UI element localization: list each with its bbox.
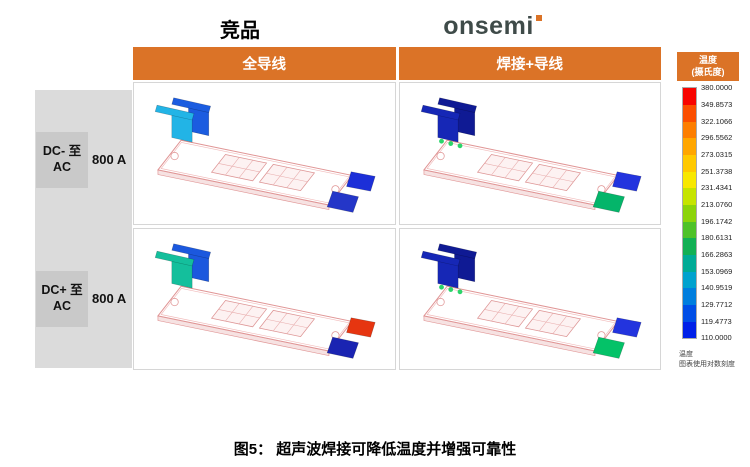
figure-caption: 图5： 超声波焊接可降低温度并增强可靠性 <box>233 441 517 458</box>
legend-value: 296.5562 <box>701 133 733 143</box>
right-terminal-upper <box>611 316 642 337</box>
legend-band <box>683 271 696 289</box>
row-label-panel: DC- 至 AC 800 A DC+ 至 AC 800 A <box>35 90 132 368</box>
right-terminals <box>326 171 376 213</box>
right-terminals <box>592 316 642 359</box>
thermal-module-render <box>420 242 642 359</box>
column-headers: 全导线 焊接+导线 <box>133 47 661 80</box>
left-busbar-terminals <box>420 242 477 289</box>
right-terminal-upper <box>346 171 376 192</box>
right-terminal-upper <box>346 316 376 337</box>
column-header-weld-plus-wire: 焊接+导线 <box>398 47 661 80</box>
rear-busbar-flange <box>171 242 211 259</box>
legend-value: 129.7712 <box>701 299 733 309</box>
row-label-dc-plus: DC+ 至 AC <box>36 270 88 327</box>
onsemi-logo: onsemi <box>400 12 585 41</box>
legend-band <box>683 221 696 239</box>
legend-band <box>683 205 696 222</box>
module-body <box>157 285 353 356</box>
legend-color-bar <box>682 87 697 340</box>
legend-value: 153.0969 <box>701 266 733 276</box>
front-busbar-flange <box>420 250 460 266</box>
legend-band <box>683 105 696 122</box>
legend-value: 380.0000 <box>701 83 733 93</box>
rear-busbar-flange <box>171 97 211 113</box>
rear-busbar-flange <box>436 97 477 113</box>
legend-band <box>683 188 696 206</box>
weld-points <box>438 138 462 149</box>
legend-value: 213.0760 <box>701 199 733 209</box>
rear-busbar-flange <box>436 242 477 259</box>
left-busbar-terminals <box>420 97 477 143</box>
legend-band <box>683 155 696 172</box>
right-terminals <box>326 316 376 359</box>
legend-value: 119.4773 <box>701 316 732 326</box>
legend-subtitle: (摄氏度) <box>691 66 725 77</box>
thermal-module-render <box>420 97 642 213</box>
left-busbar-terminals <box>154 242 211 289</box>
right-terminal-lower <box>592 336 625 359</box>
thermal-module-render <box>154 97 376 213</box>
legend-value: 273.0315 <box>701 150 733 159</box>
onsemi-logo-dot <box>535 15 542 21</box>
legend-band <box>683 321 696 339</box>
legend-value: 180.6131 <box>701 233 733 243</box>
legend-value: 196.1742 <box>701 216 733 226</box>
sim-competitor-dc-plus <box>133 227 396 370</box>
left-busbar-terminals <box>154 97 211 143</box>
weld-points <box>438 284 462 294</box>
legend-header: 温度 (摄氏度) <box>677 52 739 82</box>
sim-onsemi-dc-plus <box>398 227 661 370</box>
legend-band <box>683 238 696 256</box>
front-busbar-flange <box>154 250 195 266</box>
legend-value: 110.0000 <box>701 333 732 343</box>
legend-footer-line2: 图表使用对数刻度 <box>679 360 735 368</box>
row-dc-minus-to-ac: DC- 至 AC 800 A <box>35 90 132 229</box>
legend-footer: 温度 图表使用对数刻度 <box>679 350 749 369</box>
legend-band <box>683 255 696 272</box>
right-terminal-lower <box>592 190 625 213</box>
legend-band <box>683 138 696 156</box>
module-body <box>157 139 353 211</box>
row-current-dc-minus: 800 A <box>92 152 127 167</box>
thermal-module-render <box>154 242 376 359</box>
legend-value: 322.1066 <box>701 116 733 126</box>
module-body <box>422 285 619 356</box>
temperature-legend: 温度 (摄氏度) 380.0000 349.8573 322.1066 296.556… <box>677 52 749 369</box>
legend-value: 251.3738 <box>701 166 733 176</box>
legend-footer-line1: 温度 <box>679 351 693 359</box>
row-current-dc-plus: 800 A <box>92 291 127 306</box>
right-terminal-lower <box>326 336 359 359</box>
row-label-dc-minus: DC- 至 AC <box>36 131 88 188</box>
legend-band <box>683 288 696 306</box>
legend-value: 231.4341 <box>701 183 733 193</box>
right-terminal-upper <box>611 171 642 192</box>
legend-body: 380.0000 349.8573 322.1066 296.5562 273.0315… <box>677 84 749 346</box>
competitor-title: 竞品 <box>220 20 260 42</box>
legend-value: 140.9519 <box>701 283 733 293</box>
right-terminal-lower <box>326 190 359 213</box>
module-body <box>422 139 619 211</box>
right-terminals <box>592 171 642 213</box>
legend-band <box>683 171 696 189</box>
legend-band <box>683 305 696 322</box>
onsemi-logo-text: onsemi <box>443 12 534 40</box>
column-header-all-wire: 全导线 <box>133 47 396 80</box>
legend-value: 166.2863 <box>701 249 733 259</box>
legend-value: 349.8573 <box>701 100 733 110</box>
front-busbar-flange <box>420 104 460 121</box>
legend-values: 380.0000 349.8573 322.1066 296.5562 273.0315… <box>701 84 732 342</box>
simulation-grid <box>133 82 661 370</box>
legend-title: 温度 <box>698 55 717 65</box>
row-dc-plus-to-ac: DC+ 至 AC 800 A <box>35 229 132 368</box>
sim-competitor-dc-minus <box>133 82 396 225</box>
legend-band <box>683 88 696 106</box>
legend-band <box>683 121 696 139</box>
front-busbar-flange <box>154 104 195 121</box>
sim-onsemi-dc-minus <box>398 82 661 225</box>
